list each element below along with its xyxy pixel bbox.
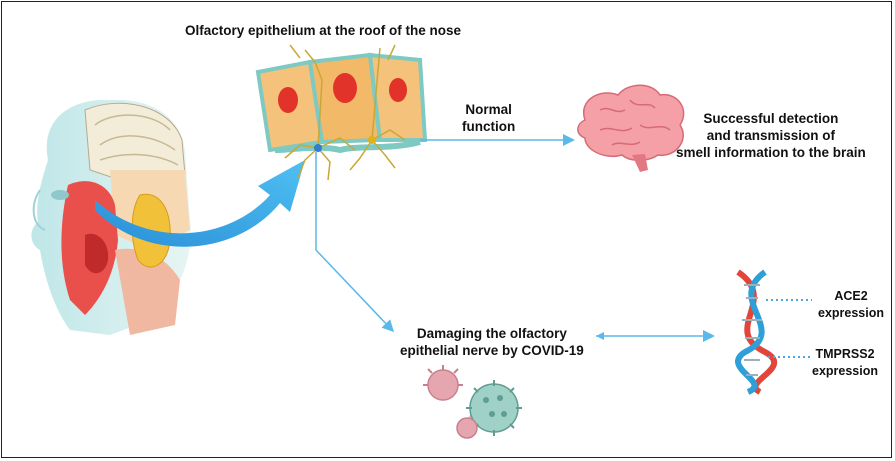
olfactory-epithelium-icon (255, 44, 428, 181)
damaging-label: Damaging the olfactory epithelial nerve … (400, 326, 584, 358)
diagram-title: Olfactory epithelium at the roof of the … (185, 23, 462, 38)
virus-icon (423, 365, 522, 439)
big-arrow (95, 160, 305, 247)
successful-detection-label: Successful detection and transmission of… (676, 111, 866, 160)
dna-connector-tail (596, 332, 604, 340)
covid-connector (315, 152, 395, 333)
normal-function-label: Normal function (462, 102, 516, 134)
brain-icon (577, 84, 685, 172)
dna-icon (735, 269, 777, 395)
tmprss2-label: TMPRSS2 expression (812, 347, 879, 378)
ace2-label: ACE2 expression (818, 289, 885, 320)
